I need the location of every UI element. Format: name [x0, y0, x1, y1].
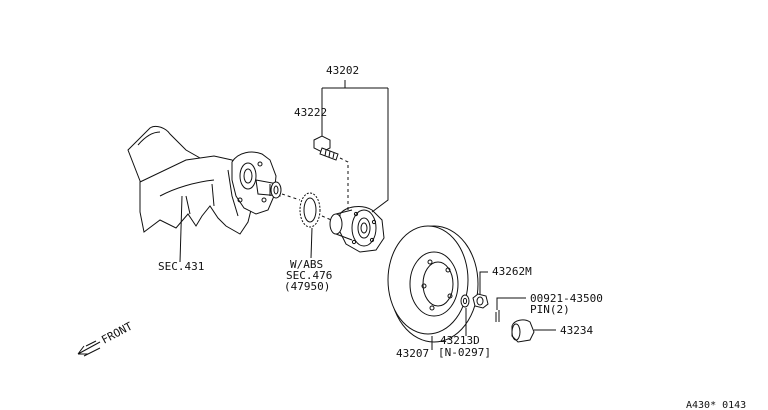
label-43234: 43234 — [560, 324, 593, 337]
cotter-pin — [495, 310, 500, 322]
label-43222: 43222 — [294, 106, 327, 119]
label-43202: 43202 — [326, 64, 359, 77]
axle-housing — [127, 125, 282, 235]
lock-nut — [472, 293, 489, 309]
label-43207: 43207 — [396, 347, 429, 360]
washer — [460, 294, 470, 308]
brake-rotor — [387, 225, 479, 343]
label-n0297: [N-0297] — [438, 346, 491, 359]
label-43262m: 43262M — [492, 265, 532, 278]
diagram-code: A430* 0143 — [686, 400, 746, 410]
grease-cap — [511, 319, 535, 343]
label-sec476: SEC.476 — [286, 269, 332, 282]
hub-assembly — [329, 206, 385, 253]
front-arrow-icon — [77, 340, 101, 357]
label-43213d: 43213D — [440, 334, 480, 347]
label-wabs: W/ABS — [290, 258, 323, 271]
label-00921-43500: 00921-43500 — [530, 292, 603, 305]
label-pin2: PIN(2) — [530, 303, 570, 316]
abs-sensor-ring — [299, 192, 321, 228]
hub-bolt — [313, 135, 339, 161]
label-sec431: SEC.431 — [158, 260, 204, 273]
label-front: FRONT — [99, 319, 135, 346]
label-47950: (47950) — [284, 280, 330, 293]
